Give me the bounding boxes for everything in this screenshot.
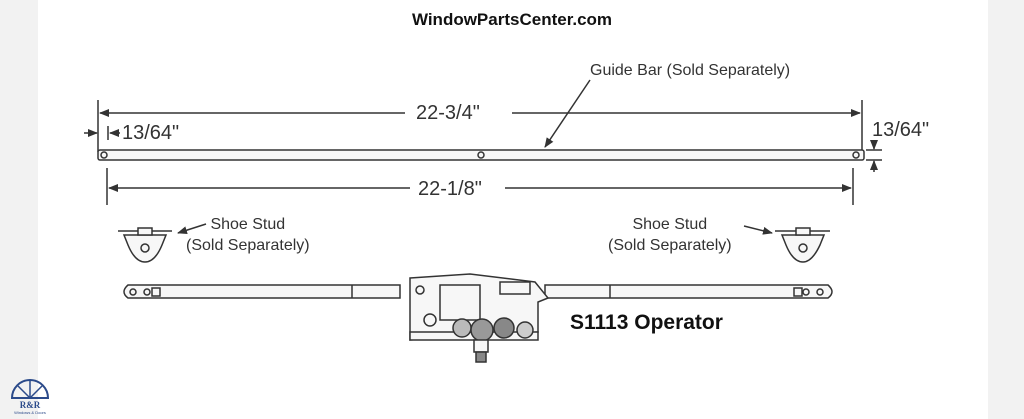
shoe-stud-left-leader — [177, 223, 207, 235]
bar-height-label: 13/64" — [872, 119, 930, 141]
site-title: WindowParts­Center.com — [411, 10, 613, 29]
shoe-stud-left-label: Shoe Stud (Sold Separately) — [186, 214, 310, 256]
shoe-stud-right-leader — [743, 225, 773, 235]
end-offset-label: 13/64" — [122, 122, 180, 144]
shoe-stud-right-line2: (Sold Separately) — [608, 237, 732, 254]
shoe-stud-left-line2: (Sold Separately) — [186, 237, 310, 254]
shoe-stud-right — [775, 227, 830, 263]
hole-spacing-label: 22-1/8" — [418, 178, 482, 200]
diagram-sheet — [38, 0, 988, 419]
guide-bar-hole-right — [852, 151, 860, 159]
guide-bar-hole-center — [477, 151, 485, 159]
operator-arm — [123, 284, 833, 299]
rr-logo: R&R Windows & Doors — [10, 379, 50, 415]
guide-bar-label: Guide Bar (Sold Separately) — [590, 62, 791, 79]
logo-subtext: Windows & Doors — [14, 410, 46, 415]
overall-length-label: 22-3/4" — [416, 102, 480, 124]
shoe-stud-left — [118, 227, 172, 263]
shoe-stud-right-label: Shoe Stud (Sold Separately) — [608, 214, 732, 256]
shoe-stud-left-line1: Shoe Stud — [210, 216, 286, 233]
guide-bar — [97, 149, 865, 161]
product-label: S1113 Operator — [570, 311, 723, 334]
operator-housing — [409, 273, 550, 363]
logo-text: R&R — [20, 400, 41, 410]
guide-bar-hole-left — [100, 151, 108, 159]
guide-bar-leader — [544, 79, 591, 148]
shoe-stud-right-line1: Shoe Stud — [632, 216, 708, 233]
